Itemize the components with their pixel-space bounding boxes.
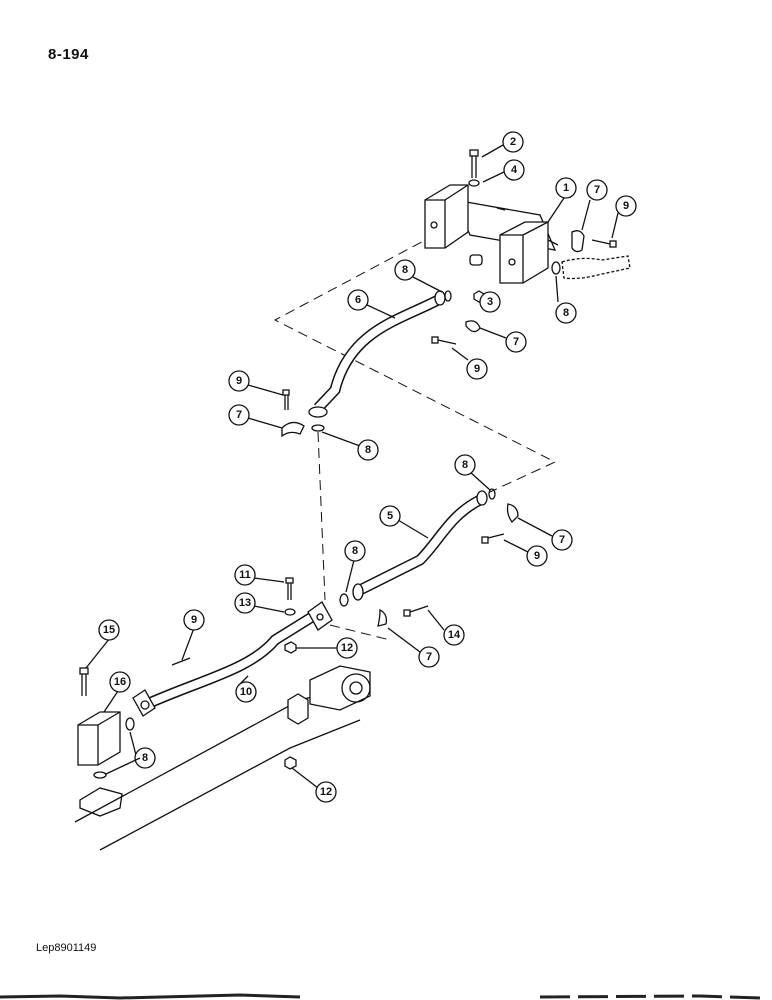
callout-7-b xyxy=(479,327,527,353)
callout-label-4: 4 xyxy=(511,164,518,176)
callout-label-8-b: 8 xyxy=(563,307,569,319)
clamp-7-middle xyxy=(465,320,481,333)
clamp-7-upper xyxy=(571,230,585,253)
callouts xyxy=(85,131,637,803)
callout-8-a xyxy=(394,259,443,293)
callout-label-9-e: 9 xyxy=(191,614,197,626)
callout-14 xyxy=(427,609,465,646)
washer-4 xyxy=(468,179,480,187)
hose-5 xyxy=(352,490,488,601)
callout-9-d xyxy=(503,539,548,567)
upper-valve-block xyxy=(424,184,559,284)
callout-label-7-e: 7 xyxy=(426,651,432,663)
callout-8-d xyxy=(454,454,491,491)
clamp-7-lower xyxy=(377,608,388,627)
callout-label-6: 6 xyxy=(355,294,361,306)
boom-body xyxy=(74,665,371,851)
callout-2 xyxy=(481,131,524,158)
bolt-15 xyxy=(79,667,89,696)
callout-label-8-d: 8 xyxy=(462,459,468,471)
o-ring-8-block16-bottom xyxy=(93,771,107,779)
callout-9-b xyxy=(451,347,488,380)
valve-block-16 xyxy=(77,711,121,766)
page-number: 8-194 xyxy=(48,46,89,63)
bolt-11 xyxy=(285,577,294,600)
o-ring-8-hose6-bottom xyxy=(311,424,325,432)
callout-9-a xyxy=(611,195,637,239)
callout-label-9-d: 9 xyxy=(534,550,540,562)
callout-4 xyxy=(482,159,525,183)
callout-11 xyxy=(234,564,285,586)
o-ring-8-hose5-bottom xyxy=(339,593,349,607)
callout-label-16: 16 xyxy=(114,676,126,688)
callout-label-2: 2 xyxy=(510,136,516,148)
callout-7-c xyxy=(228,404,283,429)
callout-13 xyxy=(234,592,285,614)
clamp-7-hose5 xyxy=(506,503,519,523)
assembly-guide-lines xyxy=(273,211,557,641)
bolt-9-hose5 xyxy=(481,533,505,544)
bolt-2 xyxy=(469,149,479,178)
callout-5 xyxy=(379,505,429,539)
callout-9-c xyxy=(228,370,284,396)
callout-label-8-c: 8 xyxy=(365,444,371,456)
callout-12-a xyxy=(296,637,358,659)
callout-label-8-a: 8 xyxy=(402,264,408,276)
callout-label-8-f: 8 xyxy=(142,752,148,764)
washer-13 xyxy=(284,608,296,616)
callout-label-7-b: 7 xyxy=(513,336,519,348)
callout-8-c xyxy=(321,431,379,461)
callout-7-e xyxy=(387,627,440,668)
callout-16 xyxy=(103,671,131,713)
callout-8-b xyxy=(555,275,577,324)
callout-label-7-a: 7 xyxy=(594,184,600,196)
callout-1 xyxy=(547,177,577,223)
gasket-plate xyxy=(79,787,123,817)
callout-label-9-b: 9 xyxy=(474,363,480,375)
rigid-pipe-10 xyxy=(132,601,333,717)
callout-label-1: 1 xyxy=(563,182,569,194)
bolt-9-upper xyxy=(591,239,617,248)
callout-15 xyxy=(85,619,120,669)
callout-label-7-d: 7 xyxy=(559,534,565,546)
clamp-7-left xyxy=(281,421,305,438)
callout-label-13: 13 xyxy=(239,597,251,609)
callout-7-a xyxy=(581,179,608,231)
callout-9-e xyxy=(181,609,205,661)
o-ring-8-block16-right xyxy=(125,717,135,731)
scan-artifact-bar xyxy=(0,993,761,1000)
callout-label-11: 11 xyxy=(239,569,251,581)
callout-10 xyxy=(235,675,257,703)
callout-label-12-a: 12 xyxy=(341,642,353,654)
callout-label-9-c: 9 xyxy=(236,375,242,387)
callout-7-d xyxy=(517,517,573,551)
callout-12-b xyxy=(291,767,337,803)
bolt-9-middle xyxy=(431,336,457,345)
nut-12-lower xyxy=(284,756,297,770)
bolt-14 xyxy=(403,605,429,617)
pipe-stub-right xyxy=(561,255,631,280)
callout-6 xyxy=(347,289,396,319)
callout-label-10: 10 xyxy=(240,686,252,698)
callout-label-15: 15 xyxy=(103,624,115,636)
callout-label-14: 14 xyxy=(448,629,461,641)
callout-label-8-e: 8 xyxy=(352,545,358,557)
o-ring-8-upper-right xyxy=(551,261,561,275)
callout-8-g xyxy=(105,757,141,775)
callout-label-5: 5 xyxy=(387,510,393,522)
o-ring-8-hose5-top xyxy=(488,488,496,500)
callout-8-e xyxy=(344,540,366,593)
figure-reference: Lep8901149 xyxy=(36,942,97,954)
callout-label-7-c: 7 xyxy=(236,409,242,421)
callout-label-12-b: 12 xyxy=(320,786,332,798)
bolt-9-left xyxy=(282,389,290,410)
bolt-9-lower xyxy=(171,657,191,666)
callout-label-9-a: 9 xyxy=(623,200,629,212)
callout-8-f xyxy=(129,731,156,769)
nut-12-upper xyxy=(284,641,297,654)
callout-3 xyxy=(479,291,501,313)
o-ring-8-hose6-top xyxy=(444,290,452,302)
callout-label-3: 3 xyxy=(487,296,493,308)
